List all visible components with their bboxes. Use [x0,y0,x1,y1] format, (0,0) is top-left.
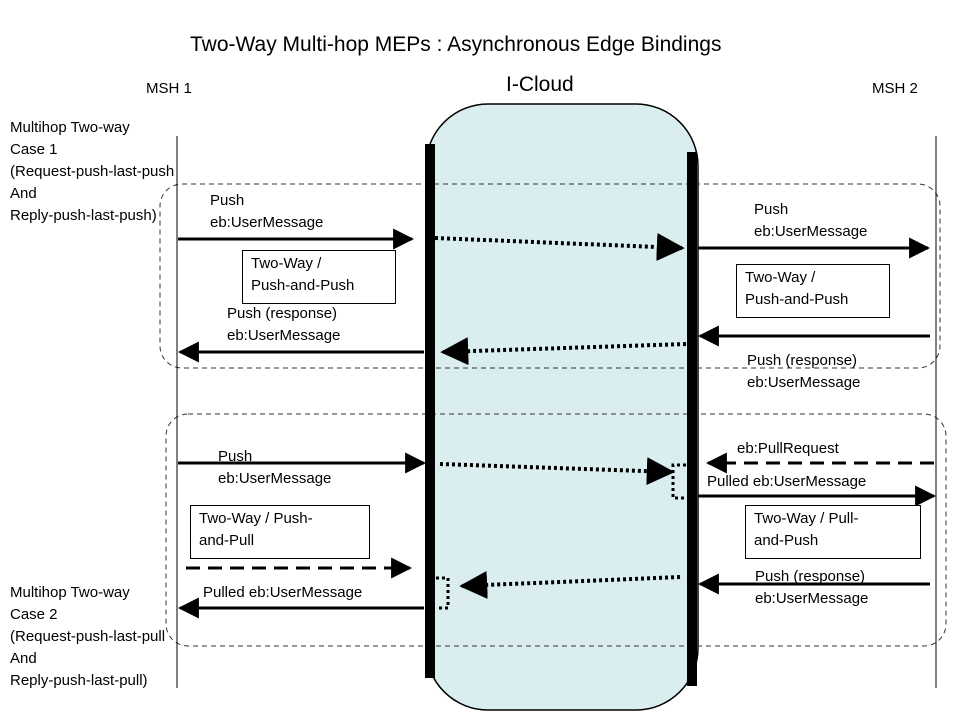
case2-right-pulled-label: Pulled eb:UserMessage [707,473,867,490]
case2-group [165,413,947,647]
case2-left-binding-box: Two-Way / Push- and-Pull [190,505,370,559]
case1-right-push-label: Push eb:UserMessage [754,201,868,240]
cloud-right-edge-bar [687,152,697,686]
case1-right-binding-box: Two-Way / Push-and-Push [736,264,890,318]
case1-left-response-label: Push (response) eb:UserMessage [227,305,341,344]
case2-right-pull-bracket [671,463,686,500]
case2-label: Multihop Two-way Case 2 (Request-push-la… [10,584,166,689]
case1-group [159,183,941,369]
case1-left-binding-box: Two-Way / Push-and-Push [242,250,396,304]
i-cloud-label: I-Cloud [506,73,574,96]
msh1-label: MSH 1 [146,80,192,97]
case1-label: Multihop Two-way Case 1 (Request-push-la… [10,119,175,224]
case1-cloud-forward-arrow [434,232,685,261]
diagram-title: Two-Way Multi-hop MEPs : Asynchronous Ed… [190,33,722,56]
case2-cloud-forward-arrow [439,457,675,486]
case2-left-push-label: Push eb:UserMessage [218,448,332,487]
case2-cloud-return-arrow [459,570,681,599]
cloud-left-edge-bar [425,144,435,678]
case2-right-response-label: Push (response) eb:UserMessage [755,568,869,607]
case2-left-pulled-label: Pulled eb:UserMessage [203,584,363,601]
case1-cloud-return-arrow [440,337,687,366]
msh2-label: MSH 2 [872,80,918,97]
case2-left-pull-bracket [436,576,450,610]
i-cloud-region [425,103,699,711]
case2-pullrequest-label: eb:PullRequest [737,440,839,457]
case1-left-push-label: Push eb:UserMessage [210,192,324,231]
case2-right-binding-box: Two-Way / Pull- and-Push [745,505,921,559]
case1-right-response-label: Push (response) eb:UserMessage [747,352,861,391]
